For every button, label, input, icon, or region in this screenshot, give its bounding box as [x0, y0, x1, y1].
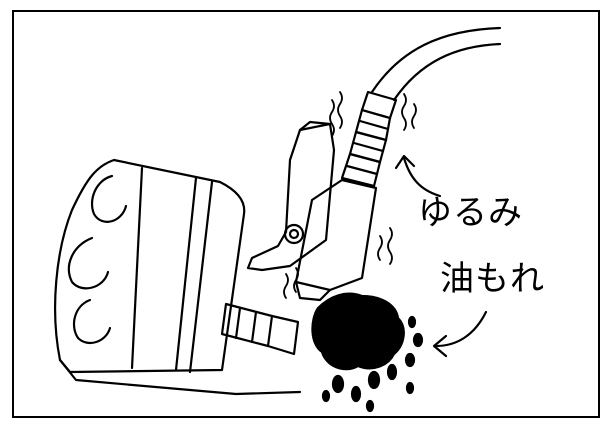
valve-body: [294, 178, 378, 302]
valve-handle: [246, 120, 336, 272]
label-loosening: ゆるみ: [418, 193, 523, 233]
arrow-loosening: [394, 154, 442, 198]
oil-splash: [311, 292, 424, 413]
illustration-frame: [12, 10, 600, 418]
arrow-oil-leak: [432, 310, 488, 358]
pump-body: [54, 158, 302, 396]
vibration-lines-left: [283, 91, 417, 299]
hose-fitting: [340, 90, 398, 188]
hydraulic-hose: [370, 26, 502, 102]
outlet-fitting: [220, 302, 300, 356]
label-oil-leak: 油もれ: [440, 259, 545, 299]
